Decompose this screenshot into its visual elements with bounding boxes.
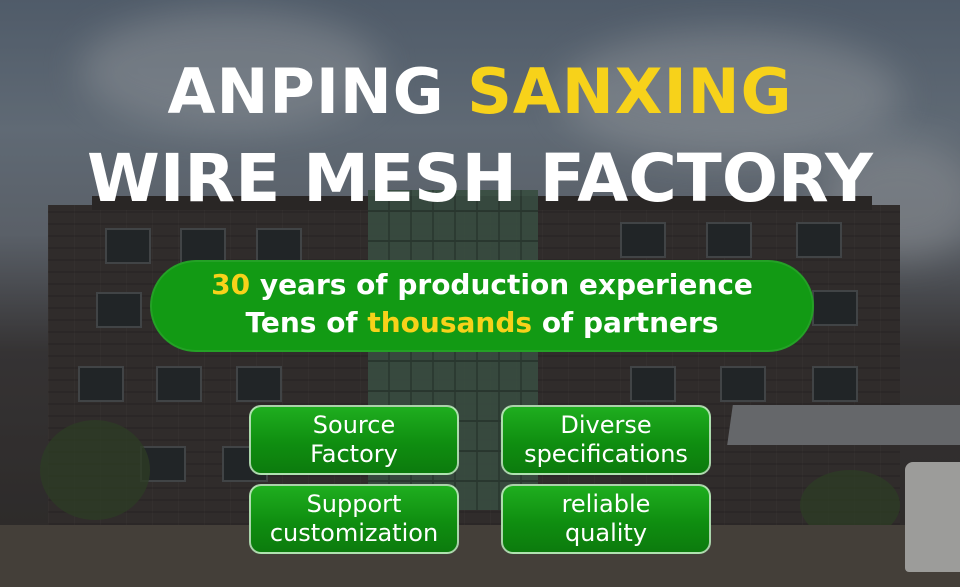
window [630,366,676,402]
window [256,228,302,264]
window [812,366,858,402]
feature-reliable-quality: reliable quality [501,484,711,554]
cloud [560,30,900,160]
feature-label: Factory [310,440,398,468]
feature-label: customization [269,519,439,547]
headline-white-word: ANPING [167,55,445,128]
cloud [80,10,380,130]
partners-highlight: thousands [367,306,533,339]
feature-label: Diverse [560,411,652,439]
feature-source-factory: Source Factory [249,405,459,475]
window [236,366,282,402]
experience-pill: 30 years of production experience Tens o… [150,260,814,352]
headline-line-1: ANPING SANXING [0,55,960,128]
tree [40,420,150,520]
feature-label: quality [564,519,648,547]
feature-label: Source [312,411,396,439]
years-text: years of production experience [259,268,753,301]
feature-label: specifications [524,440,688,468]
headline-yellow-word: SANXING [467,55,793,128]
window [796,222,842,258]
window [620,222,666,258]
headline-line-2: WIRE MESH FACTORY [87,140,873,217]
window [720,366,766,402]
window [96,292,142,328]
window [105,228,151,264]
window [156,366,202,402]
feature-diverse-specifications: Diverse specifications [501,405,711,475]
window [706,222,752,258]
ground [0,525,960,587]
window [180,228,226,264]
feature-label: reliable [561,490,651,518]
partners-end: of partners [541,306,719,339]
experience-line: 30 years of production experience [150,268,814,301]
van [905,462,960,572]
partners-line: Tens of thousands of partners [150,306,814,339]
window [78,366,124,402]
partners-start: Tens of [245,306,358,339]
feature-support-customization: Support customization [249,484,459,554]
feature-label: Support [306,490,402,518]
years-number: 30 [211,268,251,301]
